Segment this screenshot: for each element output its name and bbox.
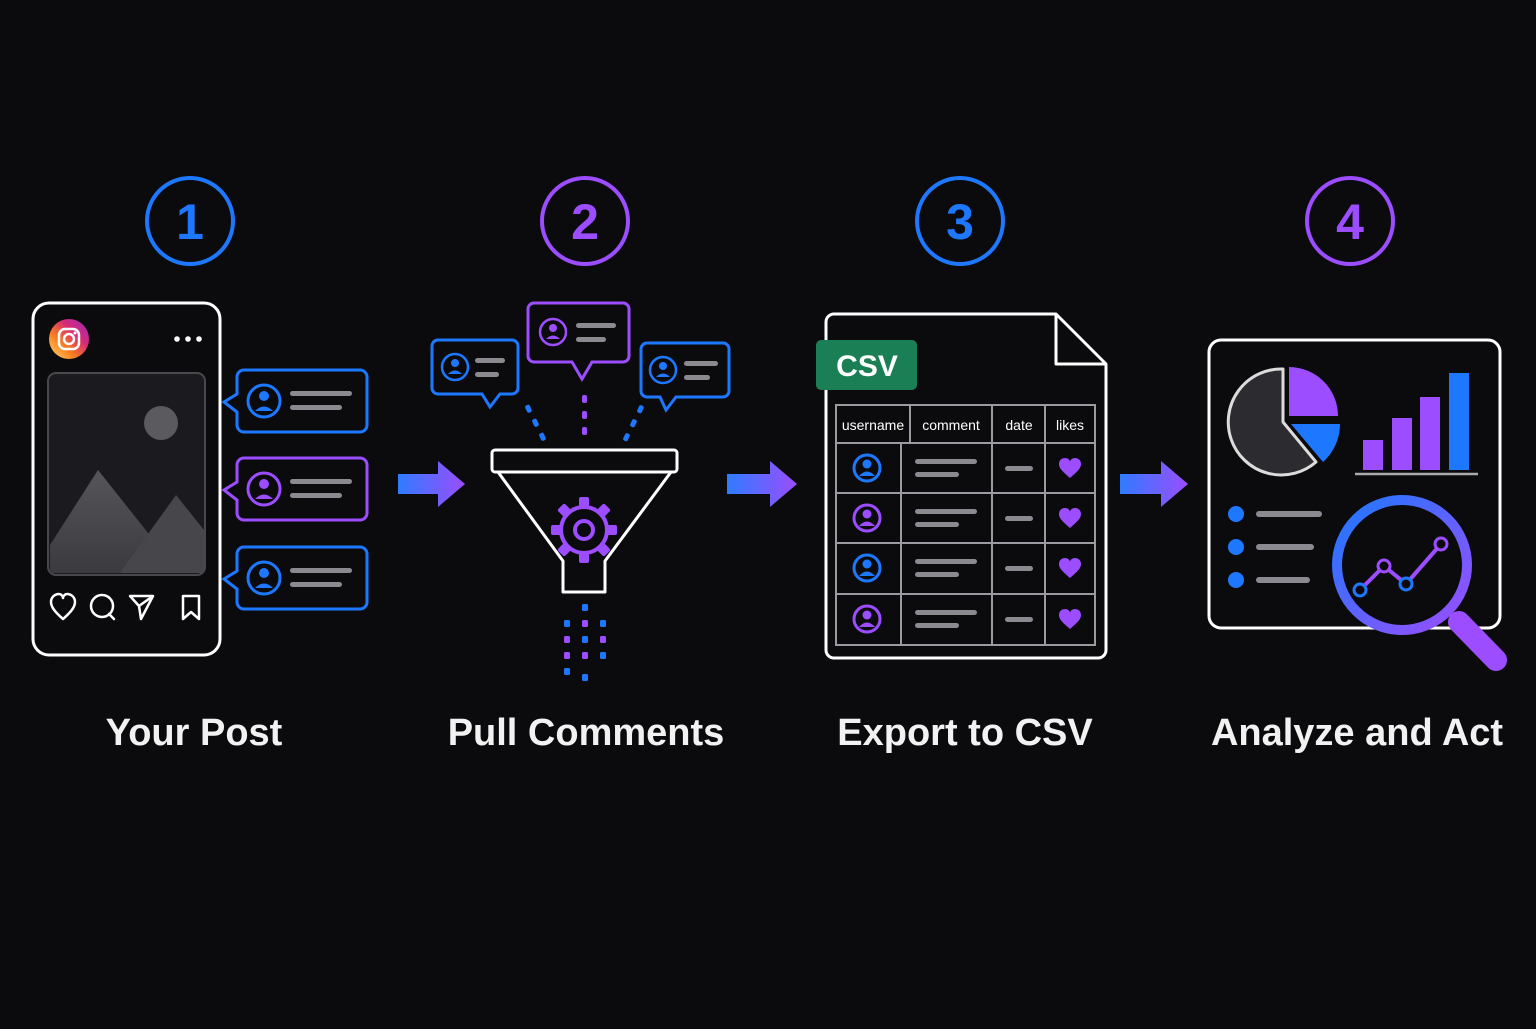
date-placeholder-line <box>1005 516 1033 521</box>
post-comment-bubble-1 <box>221 368 369 434</box>
heart-icon <box>1059 558 1081 578</box>
image-placeholder-icon <box>47 372 206 576</box>
csv-table-rows <box>852 453 1081 634</box>
arrow-right-icon <box>727 461 797 507</box>
step-4-label: Analyze and Act <box>1211 712 1503 754</box>
comment-placeholder-line <box>915 623 959 628</box>
csv-badge: CSV <box>816 340 917 390</box>
post-comment-bubble-2 <box>221 456 369 522</box>
pie-chart-icon <box>1226 367 1340 477</box>
analyze-dashboard-illustration <box>1207 338 1507 671</box>
more-dots-icon <box>174 336 202 342</box>
user-avatar-icon <box>246 471 282 507</box>
magnifier-icon <box>1332 495 1507 671</box>
csv-table-row <box>852 503 1081 533</box>
step-3-badge: 3 <box>915 176 1005 266</box>
user-avatar-icon <box>246 383 282 419</box>
post-phone-illustration <box>31 301 222 657</box>
pull-comments-illustration <box>430 301 731 681</box>
step-2-badge: 2 <box>540 176 630 266</box>
date-placeholder-line <box>1005 566 1033 571</box>
heart-icon <box>1059 508 1081 528</box>
gear-icon <box>551 497 617 563</box>
step-4-badge: 4 <box>1305 176 1395 266</box>
comment-placeholder-line <box>915 522 959 527</box>
user-avatar-icon <box>852 553 882 583</box>
funnel-icon <box>490 448 679 594</box>
step-2-number: 2 <box>571 194 599 250</box>
date-placeholder-line <box>1005 617 1033 622</box>
heart-icon <box>1059 609 1081 629</box>
arrow-right-icon <box>398 461 465 507</box>
comment-placeholder-line <box>915 472 959 477</box>
csv-col-username: username <box>842 417 904 433</box>
step-4-number: 4 <box>1336 194 1364 250</box>
csv-badge-label: CSV <box>836 350 898 383</box>
csv-document-illustration: CSV username comment date likes <box>816 312 1108 660</box>
user-avatar-icon <box>852 604 882 634</box>
user-avatar-icon <box>852 453 882 483</box>
heart-icon <box>1059 458 1081 478</box>
send-icon <box>128 594 155 621</box>
speech-bubble-user-icon <box>639 341 731 413</box>
bar-chart-icon <box>1355 373 1478 476</box>
user-avatar-icon <box>246 560 282 596</box>
user-avatar-icon <box>852 503 882 533</box>
arrow-right-icon <box>1120 461 1188 507</box>
speech-bubble-user-icon <box>430 338 520 410</box>
csv-table-row <box>852 553 1081 583</box>
date-placeholder-line <box>1005 466 1033 471</box>
line-trend-icon <box>1352 536 1449 598</box>
step-1-number: 1 <box>176 194 204 250</box>
bookmark-icon <box>181 594 201 621</box>
output-data-dots <box>564 604 606 681</box>
step-3-label: Export to CSV <box>837 712 1093 754</box>
step-1-badge: 1 <box>145 176 235 266</box>
post-comment-bubble-3 <box>221 545 369 611</box>
comment-placeholder-line <box>915 509 977 514</box>
step-2-label: Pull Comments <box>448 712 725 754</box>
csv-table-row <box>852 453 1081 483</box>
document-icon <box>824 312 1108 660</box>
csv-col-likes: likes <box>1056 417 1084 433</box>
csv-col-date: date <box>1005 417 1032 433</box>
comment-placeholder-line <box>915 559 977 564</box>
comment-icon <box>89 593 116 621</box>
speech-bubble-user-icon <box>526 301 631 382</box>
csv-col-comment: comment <box>922 417 980 433</box>
csv-table: username comment date likes <box>835 404 1096 646</box>
step-1-label: Your Post <box>106 712 283 754</box>
instagram-logo-icon <box>49 319 89 359</box>
comment-placeholder-line <box>915 459 977 464</box>
csv-table-row <box>852 604 1081 634</box>
list-items <box>1228 506 1322 588</box>
step-3-number: 3 <box>946 194 974 250</box>
comment-placeholder-line <box>915 610 977 615</box>
comment-placeholder-line <box>915 572 959 577</box>
heart-icon <box>49 592 77 621</box>
